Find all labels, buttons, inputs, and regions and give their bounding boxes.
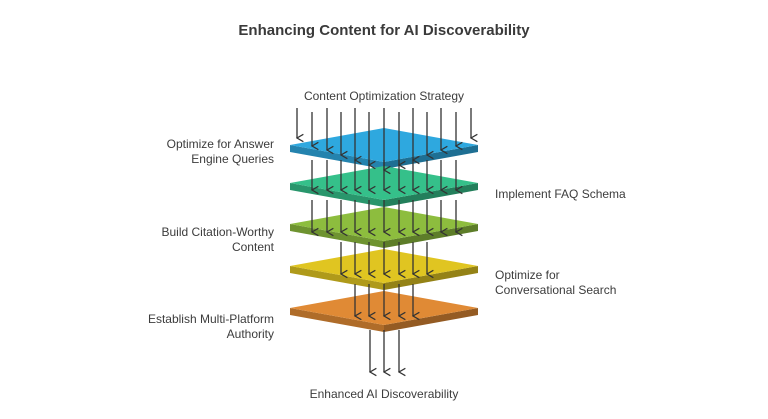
diagram-title: Enhancing Content for AI Discoverability [238, 22, 530, 39]
layer-label-conversational: Optimize for Conversational Search [495, 268, 675, 298]
layer-label-multi-platform-line2: Authority [226, 327, 274, 341]
layer-side-left [290, 308, 384, 332]
layer-label-conversational-line2: Conversational Search [495, 283, 617, 297]
top-label: Content Optimization Strategy [303, 89, 465, 103]
layer-label-faq-schema-line1: Implement FAQ Schema [495, 187, 626, 201]
layer-side-right [384, 308, 478, 332]
layer-label-conversational-line1: Optimize for [495, 268, 560, 282]
layer-side-left [290, 266, 384, 290]
layer-label-citation-line1: Build Citation-Worthy [161, 225, 275, 239]
layer-label-answer-engine: Optimize for Answer Engine Queries [120, 137, 274, 167]
layer-label-multi-platform: Establish Multi-Platform Authority [100, 312, 274, 342]
layer-label-citation-line2: Content [231, 240, 274, 254]
layer-label-answer-engine-line1: Optimize for Answer [166, 137, 274, 151]
layer-label-faq-schema: Implement FAQ Schema [495, 187, 675, 202]
layer-label-multi-platform-line1: Establish Multi-Platform [147, 312, 274, 326]
bottom-label: Enhanced AI Discoverability [309, 387, 459, 401]
layer-label-citation: Build Citation-Worthy Content [120, 225, 275, 255]
layer-side-right [384, 183, 478, 207]
flow-arrows [297, 108, 471, 372]
layer-label-answer-engine-line2: Engine Queries [191, 152, 274, 166]
